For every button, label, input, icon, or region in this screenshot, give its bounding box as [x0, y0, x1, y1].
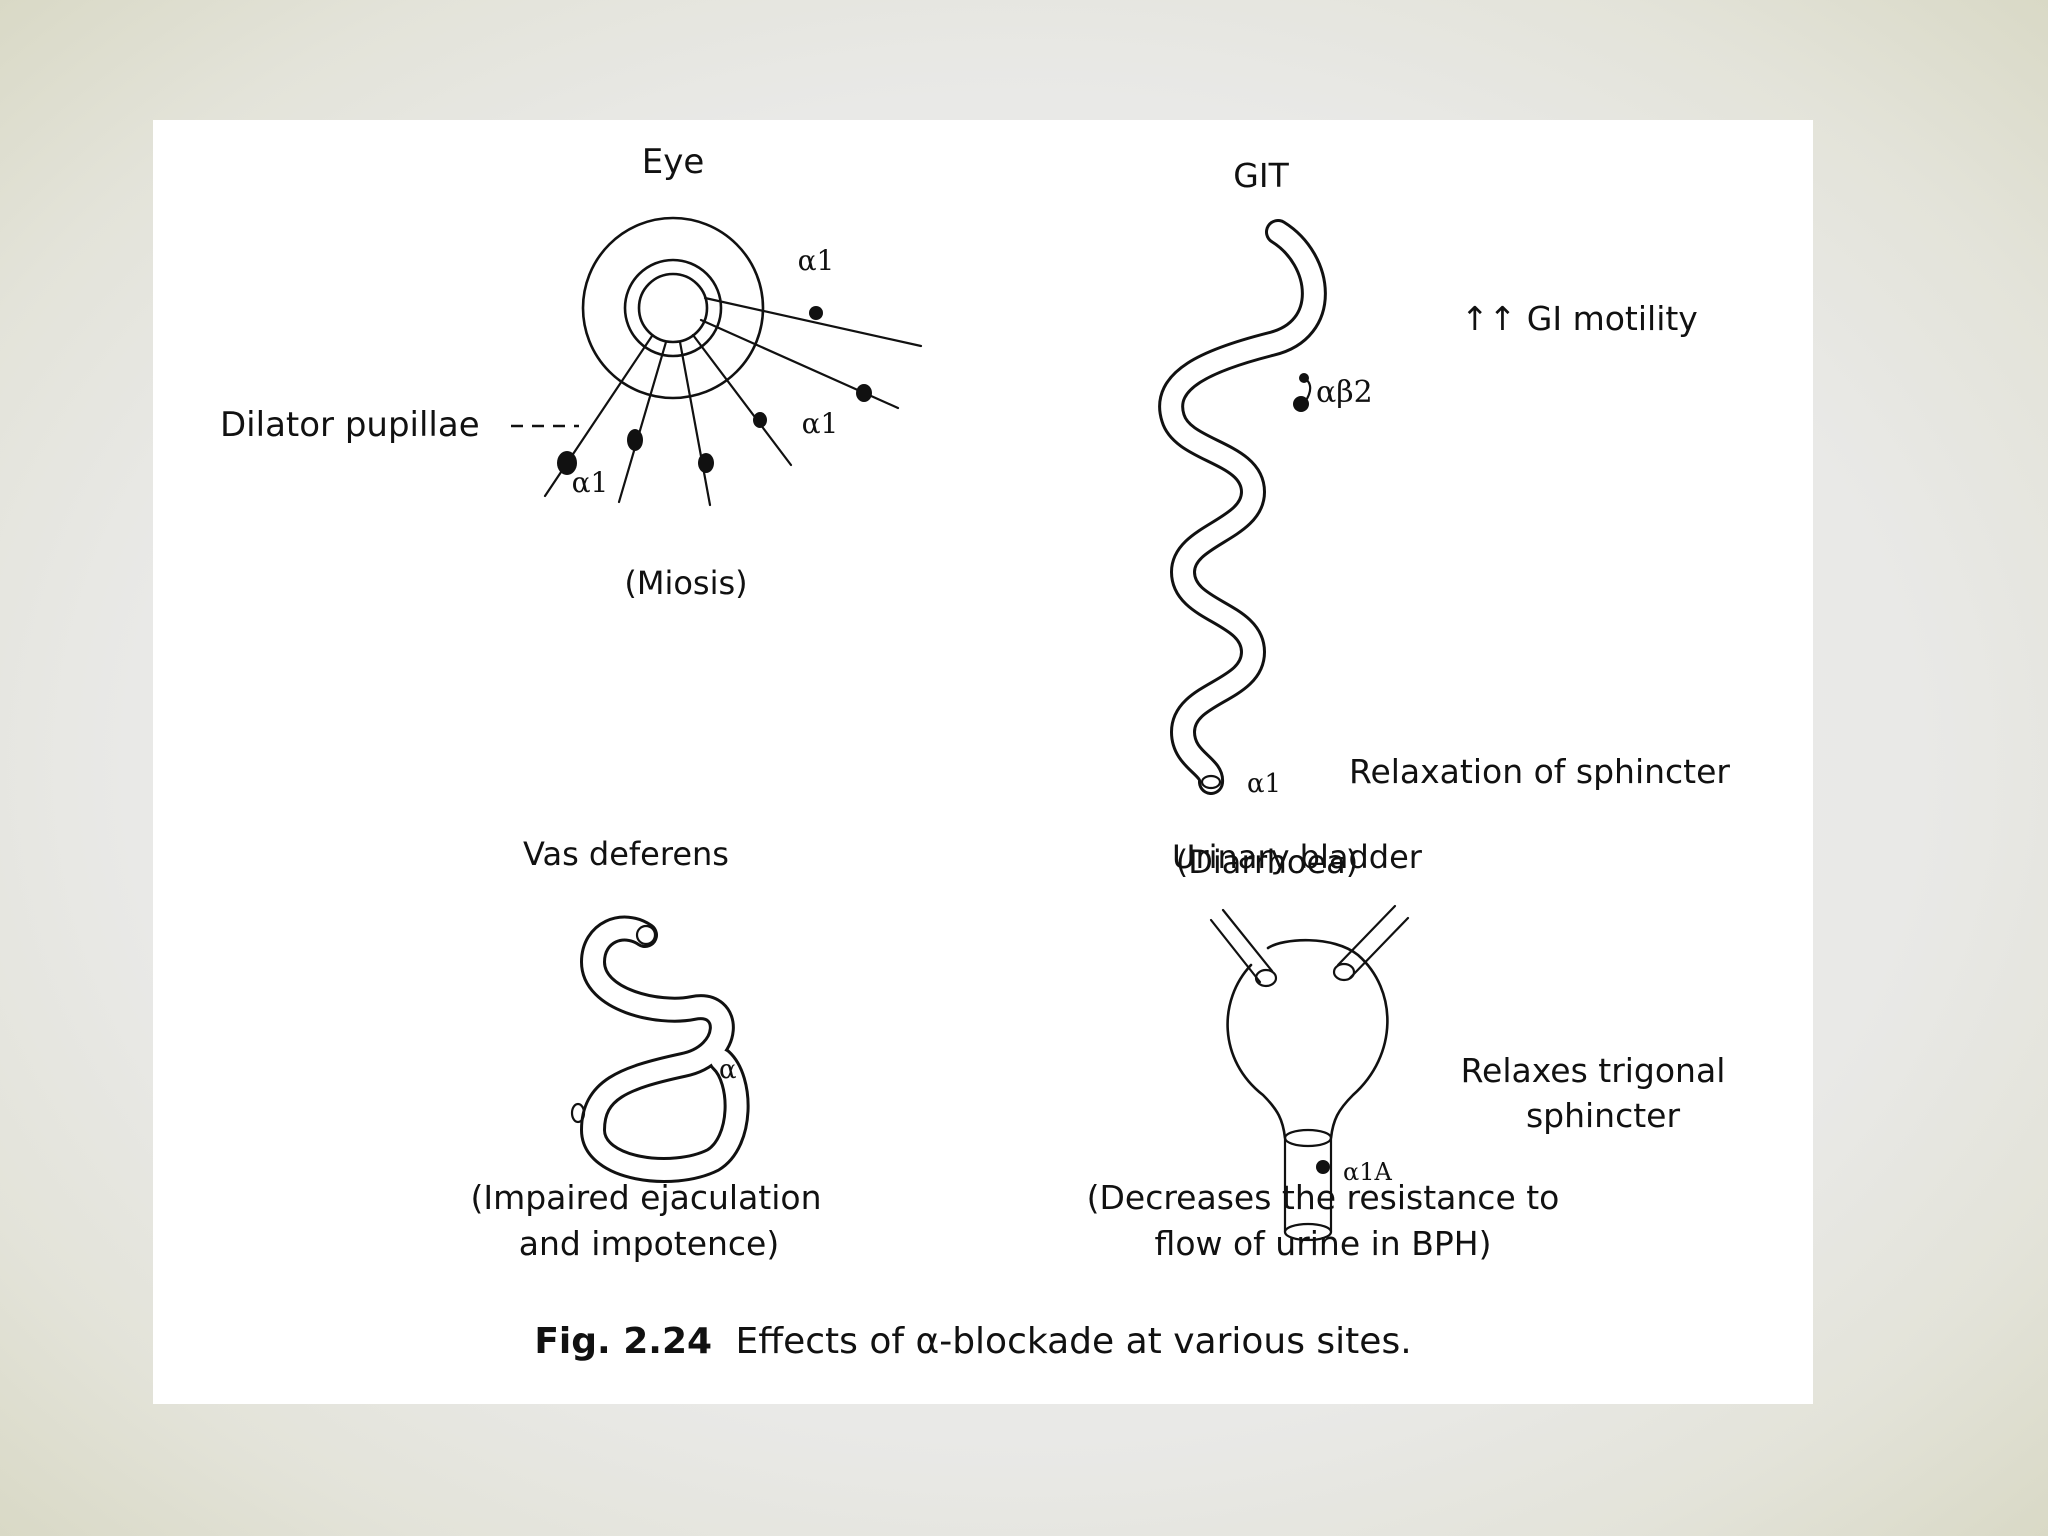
vas-deferens-tube — [580, 915, 750, 1183]
bladder-effect-line2: flow of urine in BPH) — [1155, 1224, 1492, 1263]
vas-effect-line2: and impotence) — [519, 1224, 780, 1263]
vas-tube-end-top — [635, 924, 657, 946]
bladder-body — [1226, 938, 1389, 1140]
eye-effect: (Miosis) — [624, 564, 747, 602]
eye-diagram: Eye — [220, 142, 923, 602]
bladder-receptor: α1A — [1343, 1158, 1392, 1186]
git-diagram: GIT αβ2 ↑↑ GI motility α1 Relaxation of … — [1158, 156, 1730, 881]
figure-caption: Fig. 2.24 Effects of α-blockade at vario… — [534, 1321, 1411, 1362]
bladder-ureters — [1209, 904, 1410, 988]
git-receptor-ab: αβ2 — [1316, 375, 1373, 410]
dilator-pupillae-label: Dilator pupillae — [220, 405, 480, 445]
eye-iris-outer — [581, 216, 765, 400]
git-receptor-dot — [1293, 396, 1309, 412]
figure-caption-number: Fig. 2.24 — [534, 1321, 712, 1362]
figure-diagram: Eye — [220, 142, 1730, 1362]
bladder-label-line2: sphincter — [1526, 1096, 1681, 1135]
vas-title: Vas deferens — [523, 835, 729, 873]
vas-effect-line1: (Impaired ejaculation — [470, 1178, 821, 1217]
git-sphincter-receptor: α1 — [1247, 769, 1281, 799]
eye-iris-middle — [623, 258, 723, 358]
bladder-label-line1: Relaxes trigonal — [1461, 1051, 1726, 1090]
git-intestine-tube — [1158, 219, 1327, 795]
git-motility-label: ↑↑ GI motility — [1461, 299, 1698, 338]
eye-title: Eye — [642, 142, 705, 182]
bladder-receptor-dot — [1316, 1160, 1330, 1174]
eye-receptor-label-top: α1 — [798, 244, 835, 277]
git-effect: (Diarrhoea) — [1176, 843, 1358, 881]
vas-receptor: α — [719, 1055, 737, 1085]
bladder-urethra — [1283, 1128, 1333, 1242]
git-sphincter-label: Relaxation of sphincter — [1349, 752, 1730, 791]
bladder-title: Urinary bladder — [1172, 838, 1423, 876]
eye-receptor-label-left: α1 — [572, 466, 609, 499]
vas-tube-end-bottom — [570, 1102, 586, 1124]
eye-receptor-label-right: α1 — [802, 407, 839, 440]
eye-pupil — [637, 272, 709, 344]
figure-caption-text: Effects of α-blockade at various sites. — [736, 1321, 1412, 1362]
eye-receptor-dots — [557, 306, 872, 475]
vas-deferens-diagram: Vas deferens α (Impaired ejaculation and… — [470, 835, 821, 1263]
bladder-effect-line1: (Decreases the resistance to — [1087, 1178, 1560, 1217]
bladder-diagram: Urinary bladder — [1087, 838, 1726, 1263]
git-title: GIT — [1233, 156, 1289, 195]
figure-panel: Eye — [153, 120, 1813, 1404]
git-receptor-dot-small — [1299, 373, 1309, 383]
